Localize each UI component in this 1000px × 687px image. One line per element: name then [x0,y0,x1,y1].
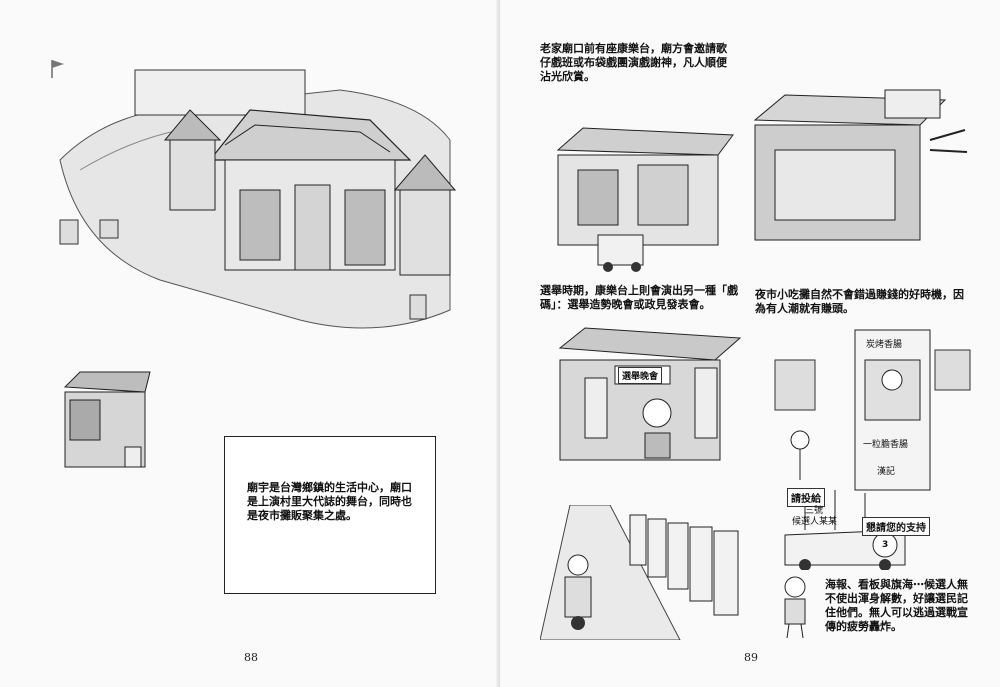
sausage-cart-drawing [774,329,971,491]
panel-election-rally [545,318,750,488]
narration-text: 廟宇是台灣鄉鎮的生活中心，廟口是上演村里大代誌的舞台，同時也是夜市攤販聚集之處。 [247,481,412,522]
caption-propaganda: 海報、看板與旗海⋯候選人無不使出渾身解數，好讓選民記住他們。無人可以逃過選戰宣傳… [825,578,968,633]
billboard-candidate: 候選人某某 [792,517,838,527]
cart-sign-bottom: 漢記 [877,467,896,477]
girl-figure [775,575,815,640]
girl-drawing [784,576,806,639]
temple-illustration [40,50,460,350]
panel-campaign-truck [765,475,975,570]
election-rally-drawing [558,327,742,461]
page-number-right: 89 [744,651,758,664]
campaign-road-drawing [540,505,739,640]
puppet-stage-drawing [753,89,968,241]
panel-campaign-road [540,505,750,640]
left-page: 廟宇是台灣鄉鎮的生活中心，廟口是上演村里大代誌的舞台，同時也是夜市攤販聚集之處。… [40,50,460,664]
panel-puppet-stage [745,80,975,270]
caption-election-stage: 選舉時期，康樂台上則會演出另一種「戲碼」：選舉造勢晚會或政見發表會。 [540,284,738,311]
billboard-vote: 請投給 [787,488,825,507]
cart-sign-top: 炭烤香腸 [866,340,903,350]
narration-box: 廟宇是台灣鄉鎮的生活中心，廟口是上演村里大代誌的舞台，同時也是夜市攤販聚集之處。 [224,436,436,594]
cart-sign-middle: 一粒膽香腸 [863,440,909,450]
campaign-truck-drawing [784,490,906,570]
support-slogan: 懇請您的支持 [862,517,930,536]
caption-stage: 老家廟口前有座康樂台，廟方會邀請歌仔戲班或布袋戲團演戲謝神，凡人順便沾光欣賞。 [540,42,727,83]
billboard-number: 三號 [805,506,824,516]
stage-illustration [50,362,160,482]
caption-night-market: 夜市小吃攤自然不會錯過賺錢的好時機，因為有人潮就有賺頭。 [755,288,964,315]
right-page: 老家廟口前有座康樂台，廟方會邀請歌仔戲班或布袋戲團演戲謝神，凡人順便沾光欣賞。 … [500,0,1000,687]
candidate-number: 3 [882,540,889,550]
temple-drawing [51,60,457,329]
rally-banner: 選舉晚會 [618,367,663,384]
panel-sausage-cart [755,320,980,500]
opera-stage-drawing [556,127,734,272]
panel-opera-stage [538,110,738,280]
page-number-left: 88 [244,651,258,664]
stage-drawing [63,371,151,468]
